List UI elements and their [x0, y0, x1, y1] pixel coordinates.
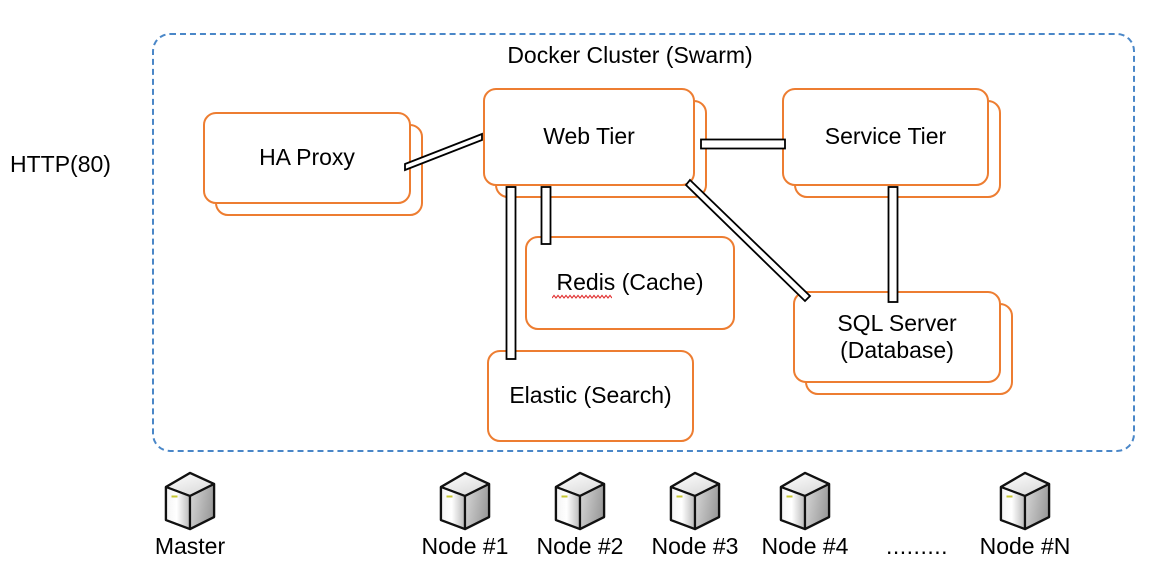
- sql-server-label-line2: (Database): [840, 337, 954, 363]
- host-label-node-2: Node #2: [536, 533, 624, 559]
- host-label-node-3: Node #3: [651, 533, 739, 559]
- connector-webtier-to-redis: [538, 186, 556, 246]
- server-tower-icon: [777, 470, 833, 532]
- server-tower-icon: [997, 470, 1053, 532]
- server-tower-icon: [552, 470, 608, 532]
- host-label-master: Master: [154, 533, 226, 559]
- connector-webtier-to-elastic: [503, 186, 521, 361]
- web-tier-label: Web Tier: [483, 88, 695, 186]
- node-web-tier[interactable]: Web Tier: [483, 88, 707, 198]
- node-service-tier[interactable]: Service Tier: [782, 88, 1001, 198]
- connector-webtier-to-sqlserver: [684, 178, 828, 308]
- node-redis[interactable]: Redis (Cache): [525, 236, 735, 330]
- server-tower-icon: [667, 470, 723, 532]
- host-label-node-4: Node #4: [761, 533, 849, 559]
- server-tower-icon: [162, 470, 218, 532]
- elastic-label: Elastic (Search): [487, 350, 694, 442]
- connector-servicetier-to-sqlserver: [885, 186, 903, 304]
- docker-cluster-title: Docker Cluster (Swarm): [507, 42, 753, 68]
- host-label-node-1: Node #1: [421, 533, 509, 559]
- host-label-node-n: Node #N: [979, 533, 1071, 559]
- connector-webtier-to-servicetier: [700, 136, 786, 154]
- ha-proxy-label: HA Proxy: [203, 112, 411, 204]
- node-elastic[interactable]: Elastic (Search): [487, 350, 694, 442]
- docker-cluster-boundary: [152, 33, 1135, 452]
- host-ellipsis: .........: [886, 533, 949, 559]
- redis-label: Redis (Cache): [525, 236, 735, 330]
- http-port-label: HTTP(80): [10, 151, 111, 177]
- node-ha-proxy[interactable]: HA Proxy: [203, 112, 423, 216]
- server-tower-icon: [437, 470, 493, 532]
- service-tier-label: Service Tier: [782, 88, 989, 186]
- connector-haproxy-to-webtier: [404, 128, 494, 178]
- sql-server-label-line1: SQL Server: [837, 309, 957, 336]
